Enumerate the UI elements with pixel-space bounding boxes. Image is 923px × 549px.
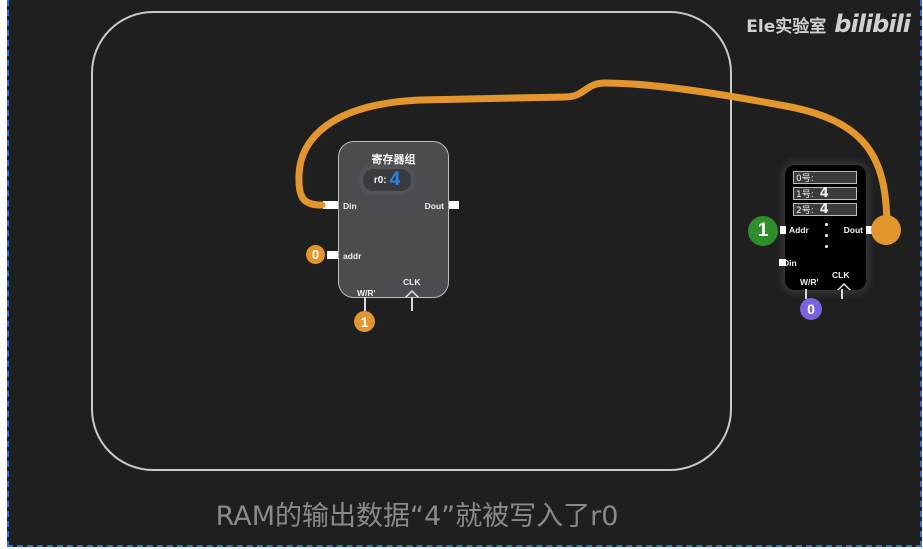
ram-clk-triangle-icon [837,283,851,290]
ram-cell-1-value: 4 [819,185,829,201]
ellipsis-dot [825,245,828,248]
register-clk-triangle-icon [405,290,419,297]
ram-cell-2-value: 4 [819,201,829,217]
ram-addr-pin[interactable] [780,226,786,234]
register-din-label: Din [343,201,357,211]
ram-wr-label: W/R' [800,277,819,287]
ram-wr-wire [805,289,807,299]
register-dout-pin[interactable] [449,201,459,209]
ram-din-pin[interactable] [779,259,786,266]
subtitle-caption: RAM的输出数据“4”就被写入了r0 [215,501,619,532]
register-wr-label: W/R' [357,288,376,298]
ellipsis-dot [825,223,828,226]
r0-display: r0: 4 [363,169,411,191]
ram-dout-pin[interactable] [866,226,872,234]
register-addr-input-badge[interactable]: 0 [306,245,325,264]
ram-clk-label: CLK [832,270,850,280]
ram-dout-label: Dout [843,225,863,235]
watermark: Ele实验室 bilibili [746,10,911,38]
register-addr-pin[interactable] [327,251,338,259]
ram-din-label: Din [783,258,797,268]
ellipsis-dot [825,234,828,237]
ram-addr-label: Addr [789,225,809,235]
ram-clk-wire [841,289,843,299]
cpu-boundary-frame [91,11,732,471]
ram-cell-1-label: 1号: [796,190,814,200]
bilibili-logo-icon: bilibili [834,10,911,38]
register-clk-wire [411,297,413,311]
ram-cell-0: 0号: [793,171,857,184]
ram-cell-2-label: 2号: [796,206,814,216]
video-canvas: Ele实验室 bilibili 寄存器组 r0: 4 Din Dout addr… [7,0,922,547]
register-wr-wire [364,297,366,311]
register-dout-label: Dout [424,201,444,211]
ram-cell-0-label: 0号: [796,174,814,184]
register-din-pin[interactable] [323,201,338,209]
register-file-block: 寄存器组 r0: 4 Din Dout addr W/R' CLK [338,141,449,298]
r0-label: r0: [373,174,387,186]
register-addr-label: addr [343,251,362,261]
register-wr-input-badge[interactable]: 1 [354,311,375,332]
ram-addr-input-badge[interactable]: 1 [748,216,778,246]
r0-value: 4 [389,169,401,190]
ram-block: 0号: 1号: 4 2号: 4 Addr Dout Din W/R' CLK [783,165,866,290]
register-clk-label: CLK [403,277,421,287]
ram-cell-2: 2号: 4 [793,203,857,216]
register-file-title: 寄存器组 [371,153,416,166]
channel-name: Ele实验室 [746,16,827,37]
ram-wr-input-badge[interactable]: 0 [800,298,822,320]
ram-cell-1: 1号: 4 [793,187,857,200]
